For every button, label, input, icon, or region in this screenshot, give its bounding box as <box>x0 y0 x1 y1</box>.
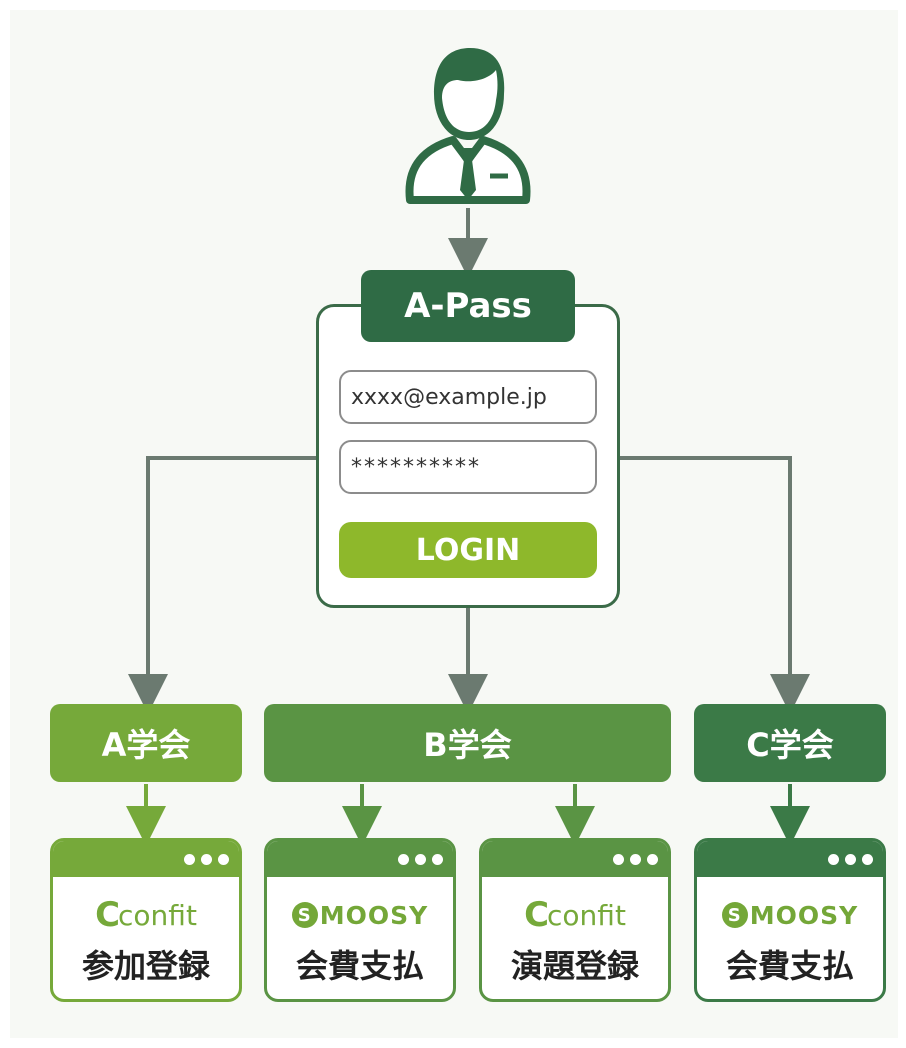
login-button[interactable]: LOGIN <box>339 522 597 578</box>
service-label: 会費支払 <box>295 947 424 985</box>
service-label: 会費支払 <box>725 947 854 985</box>
window-titlebar <box>482 841 668 877</box>
window-titlebar <box>267 841 453 877</box>
arrow-apass-to-c <box>620 456 810 714</box>
email-field[interactable]: xxxx@example.jp <box>339 370 597 424</box>
service-label: 参加登録 <box>81 947 210 985</box>
window-titlebar <box>697 841 883 877</box>
service-label: 演題登録 <box>510 947 639 985</box>
businessman-user-icon <box>405 48 531 204</box>
password-field[interactable]: ********** <box>339 440 597 494</box>
arrow-apass-to-a <box>128 456 318 714</box>
society-c: C学会 <box>694 704 886 782</box>
society-a: A学会 <box>50 704 242 782</box>
society-b: B学会 <box>264 704 671 782</box>
apass-title: A-Pass <box>361 270 575 342</box>
window-titlebar <box>53 841 239 877</box>
